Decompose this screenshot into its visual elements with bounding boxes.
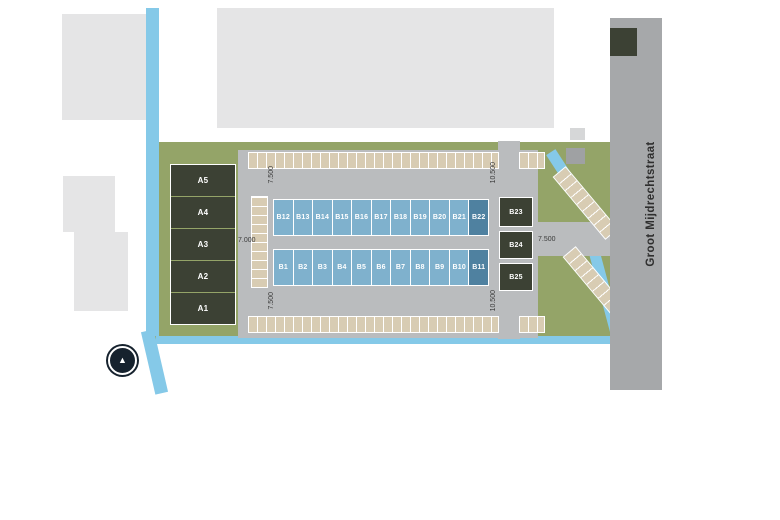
unit-column-b-right: B23 B24 B25 bbox=[499, 197, 533, 291]
unit[interactable]: B6 bbox=[371, 250, 391, 285]
unit-label: B10 bbox=[452, 264, 466, 271]
street-name-label: Groot Mijdrechtstraat bbox=[645, 141, 657, 267]
unit-label: B11 bbox=[472, 264, 486, 271]
unit-label: B18 bbox=[393, 214, 408, 221]
parking-column-left bbox=[251, 196, 268, 288]
unit-label: B8 bbox=[415, 264, 425, 271]
unit[interactable]: B20 bbox=[430, 200, 449, 235]
unit[interactable]: B22 bbox=[469, 200, 489, 235]
unit-row-b-bottom: B1 B2 B3 B4 B5 B6 B7 B8 B9 B10 B11 bbox=[273, 249, 489, 286]
unit[interactable]: B4 bbox=[332, 250, 352, 285]
unit-label: B3 bbox=[317, 264, 328, 271]
unit[interactable]: B14 bbox=[313, 200, 332, 235]
unit[interactable]: A5 bbox=[171, 165, 235, 196]
unit-label: B1 bbox=[278, 264, 288, 271]
unit[interactable]: B7 bbox=[391, 250, 410, 285]
canal-bottom bbox=[156, 336, 612, 344]
unit[interactable]: B25 bbox=[499, 263, 533, 291]
unit[interactable]: B24 bbox=[499, 231, 533, 259]
unit-label: B21 bbox=[452, 214, 466, 221]
unit[interactable]: B23 bbox=[499, 197, 533, 227]
dimension-bottom-right: 10.500 bbox=[490, 290, 497, 312]
unit-label: B5 bbox=[356, 264, 367, 271]
roadside-building bbox=[610, 28, 637, 56]
dimension-right-bay: 7.500 bbox=[538, 236, 556, 243]
unit[interactable]: B1 bbox=[274, 250, 293, 285]
unit[interactable]: A1 bbox=[171, 293, 235, 324]
unit-row-b-top: B12 B13 B14 B15 B16 B17 B18 B19 B20 B21 … bbox=[273, 199, 489, 236]
existing-building-top-left bbox=[62, 14, 148, 120]
canal-left bbox=[146, 8, 159, 336]
dimension-top-right: 10.500 bbox=[490, 162, 497, 184]
existing-building-main bbox=[217, 8, 554, 128]
unit-label: B13 bbox=[296, 214, 310, 221]
unit-label: B24 bbox=[509, 241, 523, 249]
unit-label: A2 bbox=[197, 272, 209, 281]
unit[interactable]: A4 bbox=[171, 197, 235, 228]
unit[interactable]: A2 bbox=[171, 261, 235, 292]
unit-label: B6 bbox=[376, 264, 386, 271]
unit[interactable]: B12 bbox=[274, 200, 293, 235]
parking-row-top-right bbox=[519, 152, 545, 169]
unit-label: B2 bbox=[298, 264, 308, 271]
unit[interactable]: A3 bbox=[171, 229, 235, 260]
unit[interactable]: B17 bbox=[371, 200, 391, 235]
unit-label: A5 bbox=[197, 176, 209, 185]
unit[interactable]: B11 bbox=[469, 250, 489, 285]
unit[interactable]: B18 bbox=[391, 200, 410, 235]
existing-building-west-1 bbox=[63, 176, 115, 232]
unit-column-a: A5 A4 A3 A2 A1 bbox=[170, 164, 236, 325]
unit-label: B7 bbox=[395, 264, 406, 271]
unit-label: B15 bbox=[335, 214, 349, 221]
unit-label: A4 bbox=[197, 208, 209, 217]
unit-label: A3 bbox=[197, 240, 209, 249]
unit[interactable]: B2 bbox=[293, 250, 313, 285]
unit-label: B16 bbox=[354, 214, 369, 221]
unit-label: B14 bbox=[315, 214, 330, 221]
utility-box-large bbox=[566, 148, 585, 164]
unit[interactable]: B16 bbox=[352, 200, 371, 235]
unit[interactable]: B15 bbox=[332, 200, 352, 235]
path-bottom bbox=[498, 330, 520, 339]
parking-row-bottom-left bbox=[248, 316, 499, 333]
unit[interactable]: B13 bbox=[293, 200, 313, 235]
unit[interactable]: B9 bbox=[430, 250, 449, 285]
utility-box-small bbox=[570, 128, 585, 140]
road: Groot Mijdrechtstraat bbox=[610, 18, 662, 390]
unit[interactable]: B5 bbox=[352, 250, 371, 285]
unit-label: B12 bbox=[276, 214, 290, 221]
parking-row-top-left bbox=[248, 152, 499, 169]
dimension-left-bay: 7.000 bbox=[238, 237, 256, 244]
unit-label: B25 bbox=[509, 273, 523, 281]
dimension-bottom-left: 7.500 bbox=[268, 292, 275, 310]
unit-label: B9 bbox=[434, 264, 445, 271]
unit-label: A1 bbox=[197, 304, 209, 313]
existing-building-west-2 bbox=[74, 232, 128, 311]
unit-label: B4 bbox=[337, 264, 347, 271]
unit-label: B22 bbox=[472, 214, 486, 221]
unit[interactable]: B21 bbox=[449, 200, 469, 235]
logo-icon: ▲ bbox=[118, 355, 127, 365]
unit[interactable]: B10 bbox=[449, 250, 469, 285]
site-logo: ▲ bbox=[108, 346, 137, 375]
dimension-top-left: 7.500 bbox=[268, 166, 275, 184]
path-top bbox=[498, 141, 520, 153]
unit-label: B19 bbox=[413, 214, 427, 221]
unit-label: B20 bbox=[432, 214, 447, 221]
unit[interactable]: B19 bbox=[410, 200, 430, 235]
unit[interactable]: B3 bbox=[313, 250, 332, 285]
unit-label: B17 bbox=[374, 214, 388, 221]
unit-label: B23 bbox=[509, 208, 523, 216]
unit[interactable]: B8 bbox=[410, 250, 430, 285]
pavement-yard bbox=[238, 150, 538, 338]
parking-row-bottom-right bbox=[519, 316, 545, 333]
